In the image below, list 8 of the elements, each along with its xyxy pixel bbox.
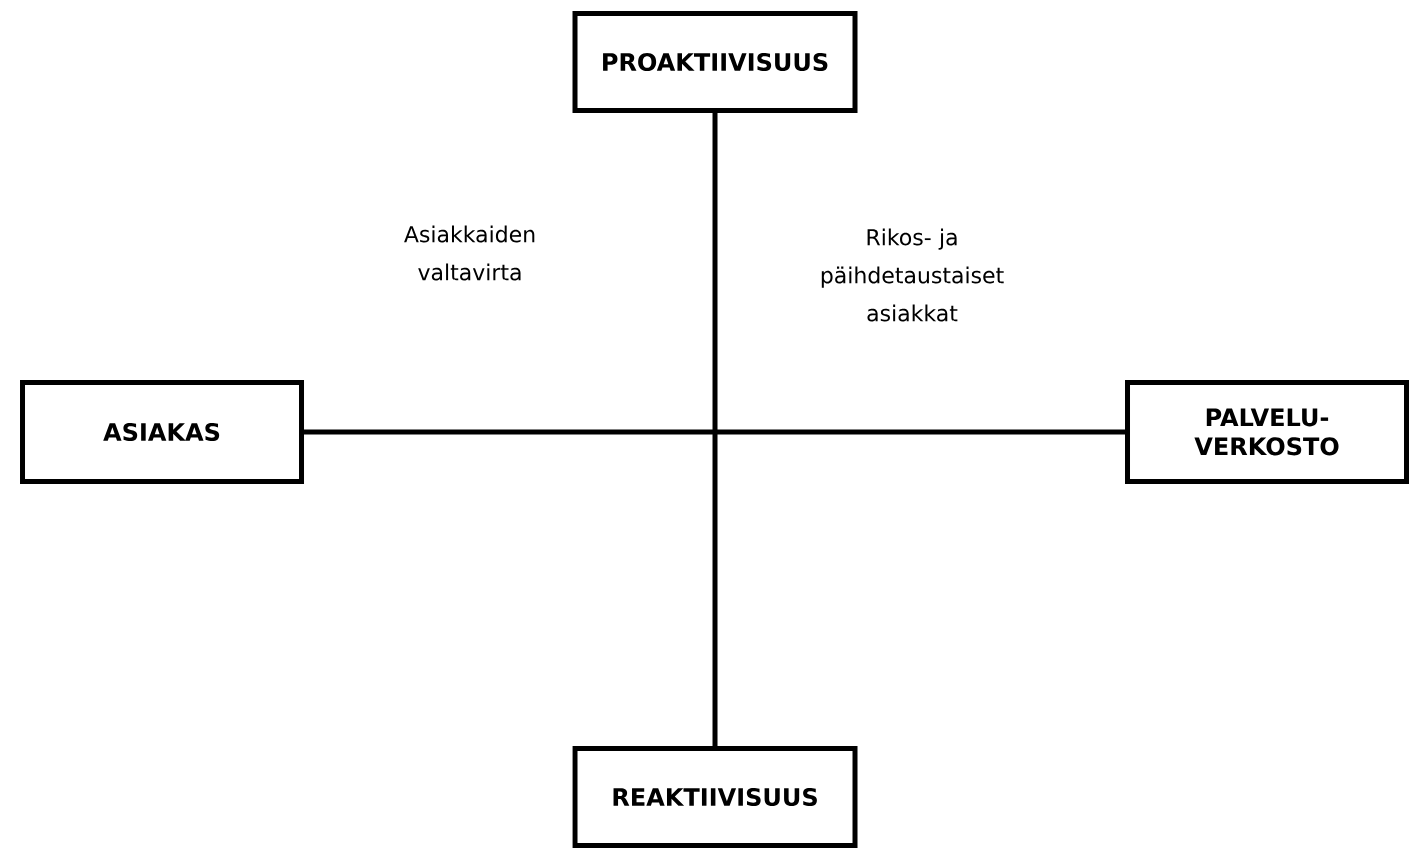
quadrant-label: Asiakkaiden valtavirta	[404, 225, 535, 281]
label-box: PALVELU-VERKOSTO	[1125, 380, 1409, 484]
quadrant-label: Rikos- ja päihdetaustaiset asiakkat	[821, 228, 1004, 322]
axis-line	[304, 429, 1125, 435]
axis-line	[712, 113, 718, 746]
label-box: PROAKTIIVISUUS	[572, 11, 858, 113]
label-box: REAKTIIVISUUS	[572, 746, 858, 848]
label-box: ASIAKAS	[20, 380, 304, 484]
